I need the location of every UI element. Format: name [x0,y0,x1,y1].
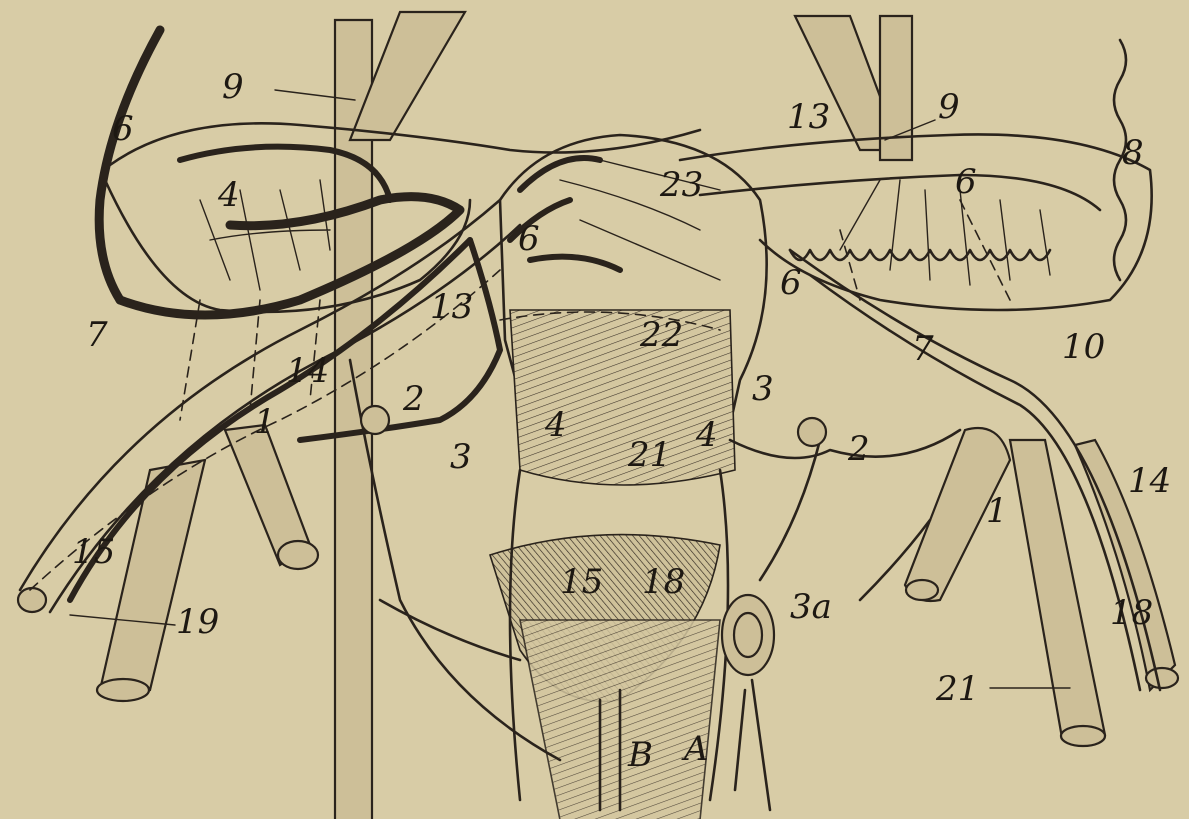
label-B: B [628,738,653,772]
label-3-right: 3 [752,372,774,406]
label-22: 21 [628,438,671,472]
label-15-left: 15 [72,535,115,569]
label-15-center: 15 [560,565,603,599]
label-19: 18 [642,565,685,599]
label-24: 23 [660,168,703,202]
label-21-right: 21 [936,672,979,706]
label-8-right: 6 [955,165,977,199]
lymph-node-3a [722,595,774,810]
label-1-right: 1 [986,494,1008,528]
label-14-left: 14 [286,354,329,388]
label-2-left: 2 [403,382,425,416]
right-ovary [680,40,1152,310]
label-8-left: 4 [218,178,240,212]
label-10-right: 8 [1122,136,1144,170]
label-18-right: 9 [938,90,960,124]
label-7: 7 [912,332,934,366]
label-15-right: 18 [1110,596,1153,630]
label-23: 22 [640,318,683,352]
label-A: A [684,732,709,766]
label-3a: 3a [790,590,832,624]
label-13-right: 13 [787,100,830,134]
label-1-left: 1 [254,405,276,439]
label-9-left: 7 [86,318,108,352]
label-4-left: 4 [545,408,567,442]
label-9-right: 10 [1062,330,1105,364]
label-6-right: 6 [780,266,802,300]
label-14-right: 14 [1128,464,1171,498]
label-18-left: 9 [222,70,244,104]
label-10-left: 6 [112,112,134,146]
label-6-left: 6 [518,222,540,256]
label-21-left: 19 [176,605,219,639]
left-ovary [105,123,700,315]
uterus [500,135,767,485]
label-4-right: 4 [696,418,718,452]
label-3-left: 3 [450,440,472,474]
label-2-right: 2 [848,432,870,466]
label-13-left: 13 [430,290,473,324]
